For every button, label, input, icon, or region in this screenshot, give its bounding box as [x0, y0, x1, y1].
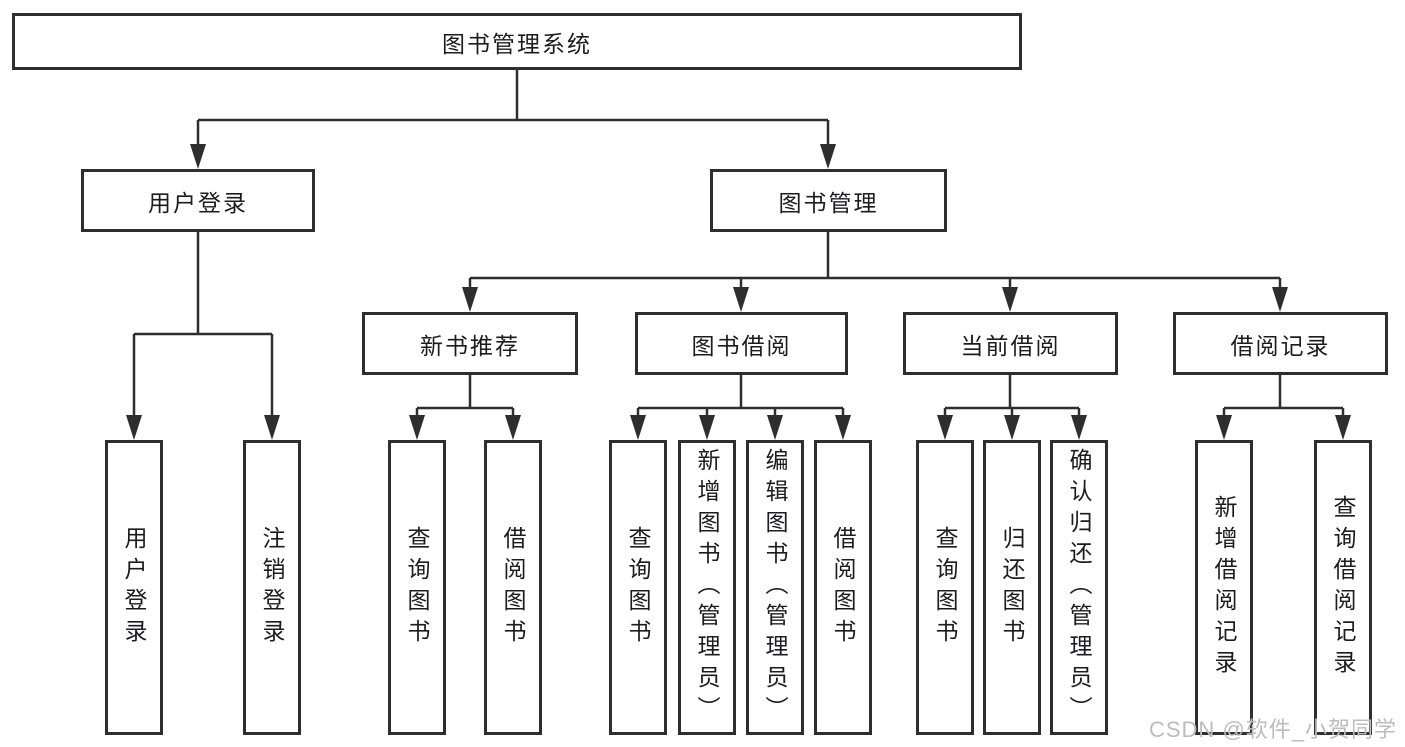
leaf-borrow-edit-books-admin-label: 编辑图书（管理员）: [762, 448, 788, 727]
arrow-icon: [1071, 415, 1087, 440]
leaf-records-add-record-label: 新增借阅记录: [1211, 494, 1237, 681]
leaf-recommend-query-books: 查询图书: [388, 440, 446, 735]
arrowheads: [126, 144, 1351, 440]
leaf-recommend-query-books-label: 查询图书: [404, 525, 430, 650]
leaf-borrow-edit-books-admin: 编辑图书（管理员）: [746, 440, 804, 735]
node-current-borrow-label: 当前借阅: [960, 332, 1061, 359]
arrow-icon: [1002, 287, 1018, 312]
leaf-current-query-books: 查询图书: [916, 440, 974, 735]
leaf-logout-label: 注销登录: [259, 525, 285, 650]
arrow-icon: [767, 415, 783, 440]
arrow-icon: [699, 415, 715, 440]
leaf-recommend-borrow-books-label: 借阅图书: [500, 525, 526, 650]
node-borrow-records-label: 借阅记录: [1230, 332, 1331, 359]
node-book-borrow: 图书借阅: [635, 312, 848, 375]
leaf-records-add-record: 新增借阅记录: [1195, 440, 1253, 735]
leaf-borrow-query-books: 查询图书: [609, 440, 667, 735]
leaf-recommend-borrow-books: 借阅图书: [484, 440, 542, 735]
arrow-icon: [937, 415, 953, 440]
arrow-icon: [1216, 415, 1232, 440]
node-new-book-recommend-label: 新书推荐: [420, 332, 520, 359]
leaf-current-confirm-return-admin: 确认归还（管理员）: [1050, 440, 1108, 735]
leaf-records-query-record-label: 查询借阅记录: [1330, 494, 1356, 681]
node-book-borrow-label: 图书借阅: [691, 332, 792, 359]
node-current-borrow: 当前借阅: [903, 312, 1118, 375]
csdn-watermark: CSDN @软件_小贺同学: [1148, 717, 1397, 742]
arrow-icon: [820, 144, 836, 169]
arrow-icon: [1335, 415, 1351, 440]
arrow-icon: [630, 415, 646, 440]
arrow-icon: [505, 415, 521, 440]
node-user-login-label: 用户登录: [148, 189, 248, 216]
leaf-borrow-add-books-admin-label: 新增图书（管理员）: [694, 448, 720, 727]
leaf-current-return-books: 归还图书: [983, 440, 1041, 735]
node-borrow-records: 借阅记录: [1173, 312, 1388, 375]
leaf-current-query-books-label: 查询图书: [932, 525, 958, 650]
leaf-borrow-add-books-admin: 新增图书（管理员）: [678, 440, 736, 735]
arrow-icon: [462, 287, 478, 312]
node-new-book-recommend: 新书推荐: [362, 312, 578, 375]
node-root: 图书管理系统: [12, 13, 1022, 70]
leaf-user-login: 用户登录: [105, 440, 163, 735]
arrow-icon: [733, 287, 749, 312]
arrow-icon: [835, 415, 851, 440]
leaf-current-return-books-label: 归还图书: [999, 525, 1025, 650]
arrow-icon: [264, 415, 280, 440]
leaf-borrow-query-books-label: 查询图书: [625, 525, 651, 650]
node-user-login: 用户登录: [81, 169, 315, 232]
arrow-icon: [1004, 415, 1020, 440]
node-book-management: 图书管理: [710, 169, 947, 232]
arrow-icon: [190, 144, 206, 169]
arrow-icon: [1272, 287, 1288, 312]
node-root-label: 图书管理系统: [442, 30, 592, 57]
arrow-icon: [409, 415, 425, 440]
leaf-borrow-borrow-books-label: 借阅图书: [830, 525, 856, 650]
node-book-management-label: 图书管理: [778, 189, 879, 216]
arrow-icon: [126, 415, 142, 440]
leaf-borrow-borrow-books: 借阅图书: [814, 440, 872, 735]
leaf-records-query-record: 查询借阅记录: [1314, 440, 1372, 735]
leaf-logout: 注销登录: [243, 440, 301, 735]
leaf-user-login-label: 用户登录: [121, 525, 147, 650]
leaf-current-confirm-return-admin-label: 确认归还（管理员）: [1066, 448, 1092, 727]
